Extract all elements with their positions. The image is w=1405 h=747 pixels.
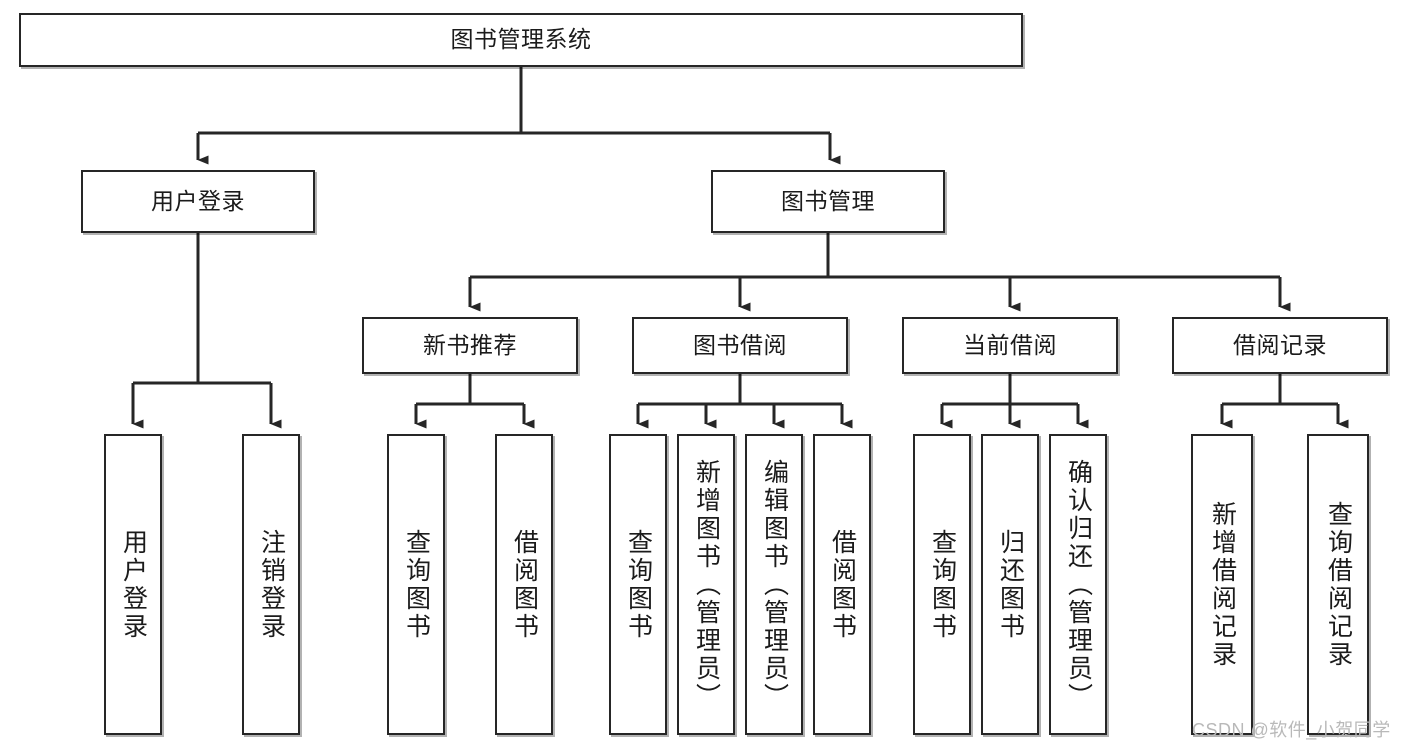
node-label: 当前借阅 [963, 331, 1057, 358]
edge-current-borrow-to-leaves [940, 374, 1089, 429]
leaf-node-query-book-current[interactable]: 查询图书 [913, 434, 971, 735]
leaf-node-return-book[interactable]: 归还图书 [981, 434, 1039, 735]
node-label: 编辑图书（管理员） [760, 458, 789, 711]
leaf-node-query-book-borrow[interactable]: 查询图书 [609, 434, 667, 735]
edge-book-manage-to-level3 [468, 233, 1291, 312]
node-label: 查询图书 [402, 528, 431, 641]
node-label: 图书管理 [781, 187, 875, 214]
leaf-node-edit-book-admin[interactable]: 编辑图书（管理员） [745, 434, 803, 735]
node-label: 图书借阅 [693, 331, 787, 358]
edge-user-login-to-leaves [131, 233, 282, 429]
leaf-node-add-book-admin[interactable]: 新增图书（管理员） [677, 434, 735, 735]
leaf-node-confirm-return-admin[interactable]: 确认归还（管理员） [1049, 434, 1107, 735]
node-label: 图书管理系统 [450, 26, 592, 53]
node-new-book-recommend[interactable]: 新书推荐 [362, 317, 578, 374]
leaf-node-user-login[interactable]: 用户登录 [104, 434, 162, 735]
node-label: 确认归还（管理员） [1064, 458, 1093, 711]
edge-book-borrow-to-leaves [636, 374, 853, 429]
edge-root-to-level2 [196, 67, 841, 165]
node-book-manage[interactable]: 图书管理 [711, 170, 945, 233]
node-book-borrow[interactable]: 图书借阅 [632, 317, 848, 374]
node-label: 借阅图书 [510, 528, 539, 641]
node-label: 查询图书 [624, 528, 653, 641]
node-label: 新书推荐 [423, 331, 517, 358]
leaf-node-borrow-book-recommend[interactable]: 借阅图书 [495, 434, 553, 735]
node-user-login[interactable]: 用户登录 [81, 170, 315, 233]
node-label: 借阅图书 [828, 528, 857, 641]
node-label: 用户登录 [119, 528, 148, 641]
node-current-borrow[interactable]: 当前借阅 [902, 317, 1118, 374]
node-label: 用户登录 [151, 187, 245, 214]
edge-new-book-recommend-to-leaves [414, 374, 535, 429]
node-borrow-record[interactable]: 借阅记录 [1172, 317, 1388, 374]
node-label: 查询借阅记录 [1324, 500, 1353, 669]
edge-borrow-record-to-leaves [1220, 374, 1349, 429]
leaf-node-query-borrow-record[interactable]: 查询借阅记录 [1307, 434, 1369, 735]
node-root-book-management-system[interactable]: 图书管理系统 [19, 13, 1023, 67]
leaf-node-query-book-recommend[interactable]: 查询图书 [387, 434, 445, 735]
node-label: 新增借阅记录 [1208, 500, 1237, 669]
leaf-node-borrow-book-borrow[interactable]: 借阅图书 [813, 434, 871, 735]
node-label: 归还图书 [996, 528, 1025, 641]
node-label: 查询图书 [928, 528, 957, 641]
node-label: 注销登录 [257, 528, 286, 641]
node-label: 借阅记录 [1233, 331, 1327, 358]
csdn-watermark: CSDN @软件_小贺同学 [1192, 720, 1391, 740]
node-label: 新增图书（管理员） [692, 458, 721, 711]
leaf-node-logout-login[interactable]: 注销登录 [242, 434, 300, 735]
leaf-node-add-borrow-record[interactable]: 新增借阅记录 [1191, 434, 1253, 735]
